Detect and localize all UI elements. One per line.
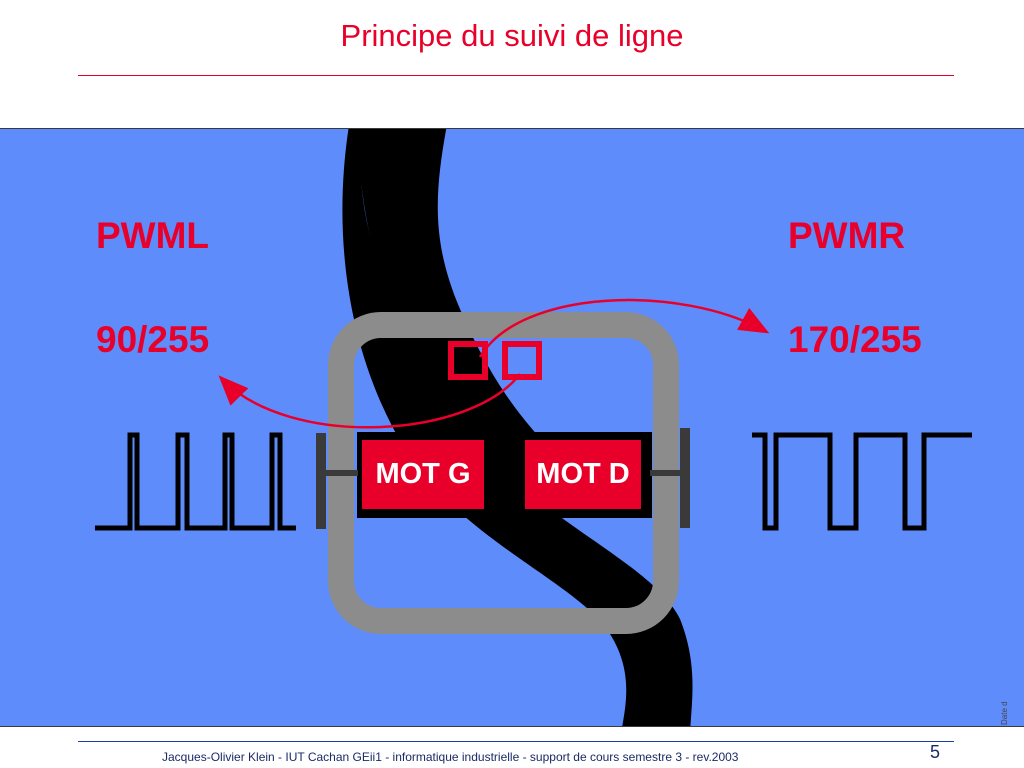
footer-credit: Jacques-Olivier Klein - IUT Cachan GEii1… bbox=[162, 750, 739, 764]
right-wheel bbox=[680, 428, 690, 528]
slide-title: Principe du suivi de ligne bbox=[340, 18, 684, 53]
pwmr-label: PWMR bbox=[788, 215, 906, 256]
track-line bbox=[342, 129, 693, 726]
arrow-to-pwmr bbox=[478, 298, 770, 358]
side-note: Date d bbox=[1000, 701, 1009, 725]
sensor-left bbox=[448, 341, 488, 380]
motor-left-label: MOT G bbox=[375, 458, 471, 490]
diagram-graphics bbox=[95, 129, 972, 726]
page-number: 5 bbox=[930, 742, 941, 762]
sensor-right bbox=[502, 341, 542, 380]
motor-left-box bbox=[362, 440, 484, 509]
line-following-diagram: PWML 90/255 PWMR 170/255 MOT G MOT D bbox=[0, 128, 1024, 727]
pwm-left-waveform bbox=[95, 432, 296, 531]
track-line-top bbox=[359, 129, 560, 479]
arrow-to-pwml bbox=[218, 373, 521, 429]
pwml-duty: 90/255 bbox=[96, 319, 210, 360]
left-wheel bbox=[316, 433, 326, 529]
motor-right-label: MOT D bbox=[536, 458, 630, 490]
pwmr-duty: 170/255 bbox=[788, 319, 922, 360]
pwm-right-waveform bbox=[752, 432, 972, 531]
footer-divider bbox=[78, 741, 954, 742]
title-divider bbox=[78, 75, 954, 76]
pwml-label: PWML bbox=[96, 215, 210, 256]
motor-right-box bbox=[525, 440, 641, 509]
